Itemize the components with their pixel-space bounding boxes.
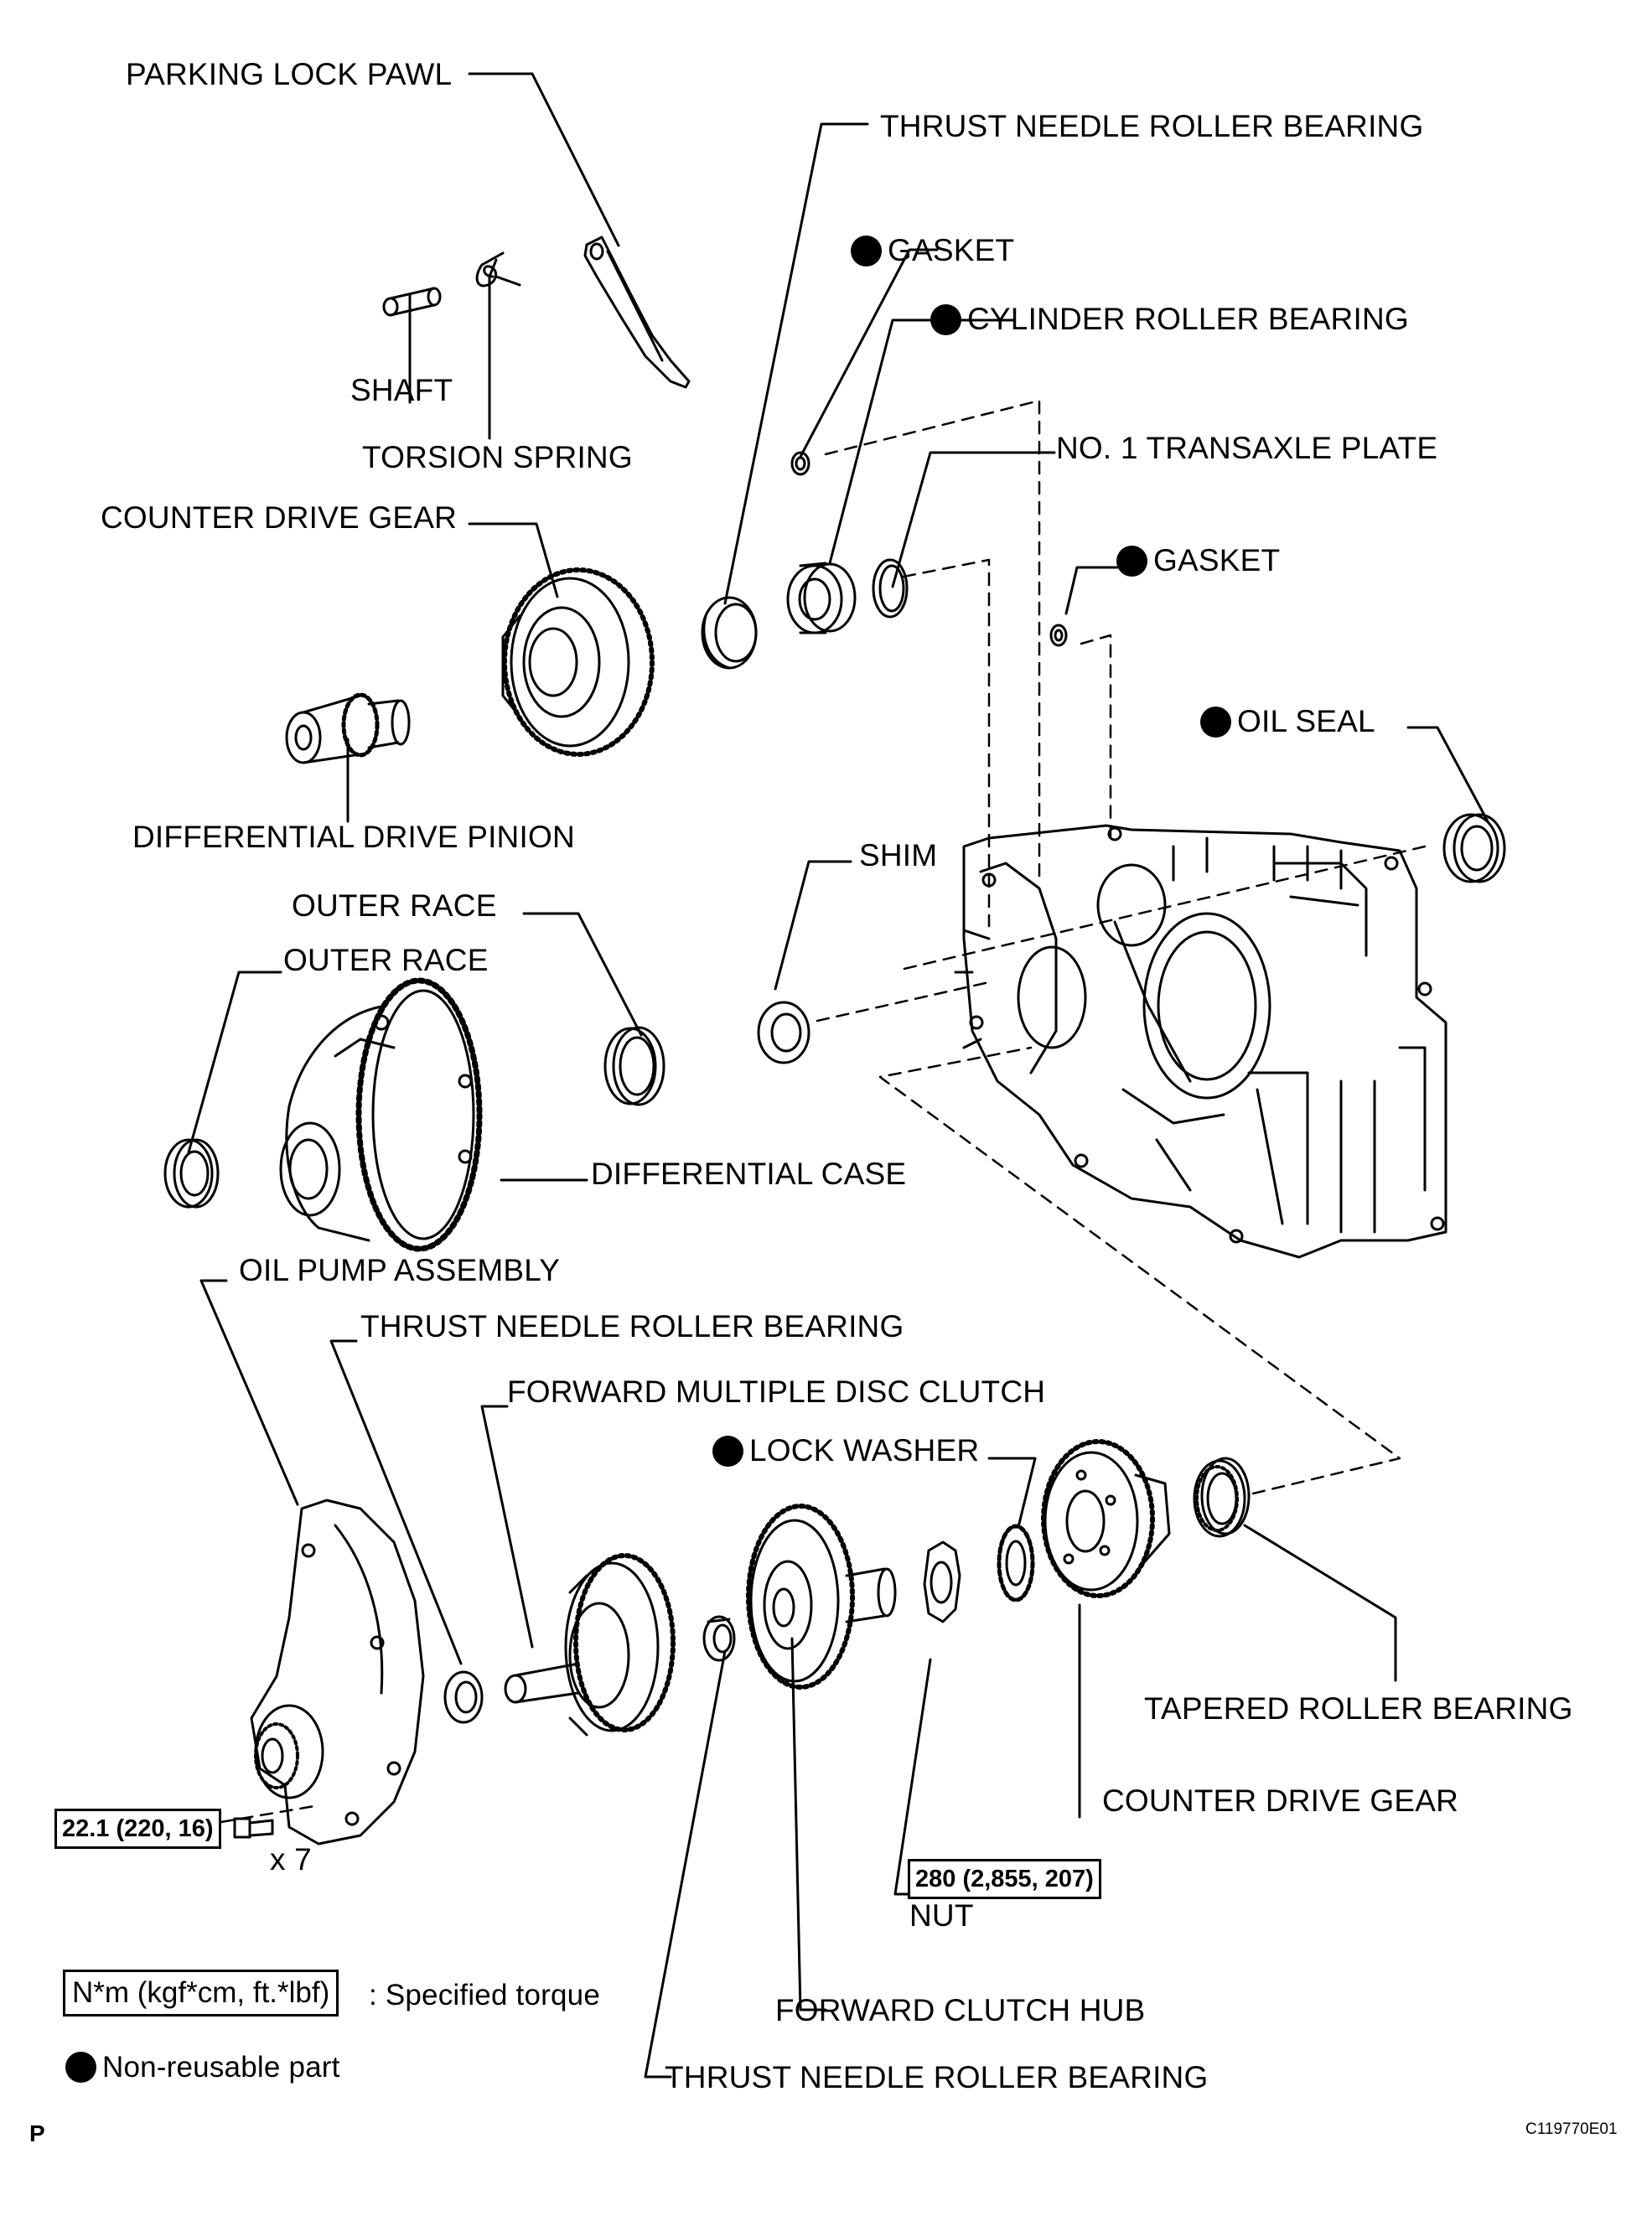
outer-race-left: [163, 1138, 220, 1209]
label-shim: SHIM: [859, 838, 938, 872]
oil-pump-assembly: [250, 1499, 425, 1846]
non-reusable-dot-icon: [712, 1436, 743, 1467]
legend-nonreusable: Non-reusable part: [65, 2050, 340, 2085]
label-gasket-mid: GASKET: [1116, 543, 1280, 578]
cylinder-roller-bearing: [786, 562, 857, 634]
label-counter-drive-gear-bottom: COUNTER DRIVE GEAR: [1102, 1784, 1459, 1818]
oil-seal: [1442, 813, 1506, 883]
label-tapered-roller-bearing: TAPERED ROLLER BEARING: [1144, 1691, 1573, 1726]
no1-transaxle-plate: [872, 558, 909, 619]
gasket-top: [790, 451, 810, 476]
non-reusable-dot-icon: [851, 236, 882, 267]
label-forward-multiple-disc-clutch: FORWARD MULTIPLE DISC CLUTCH: [507, 1375, 1046, 1409]
label-oil-pump-assembly: OIL PUMP ASSEMBLY: [239, 1253, 561, 1287]
label-gasket-top: GASKET: [851, 233, 1014, 268]
label-thrust-needle-roller-bearing-top: THRUST NEEDLE ROLLER BEARING: [880, 109, 1424, 143]
oil-pump-bolt: [233, 1817, 274, 1839]
label-lock-washer: LOCK WASHER: [712, 1433, 979, 1468]
label-differential-case: DIFFERENTIAL CASE: [591, 1157, 907, 1191]
thrust-needle-roller-bearing-top: [701, 596, 758, 670]
differential-drive-pinion: [285, 692, 411, 764]
leader-lines: [187, 72, 1489, 2079]
torque-nut: 280 (2,855, 207): [908, 1859, 1101, 1899]
bolt-quantity: x 7: [270, 1842, 312, 1877]
outer-race-right: [603, 1026, 665, 1106]
label-oil-seal: OIL SEAL: [1200, 704, 1375, 739]
label-shaft: SHAFT: [350, 373, 453, 407]
counter-drive-gear-bottom: [1041, 1439, 1171, 1598]
nut: [923, 1540, 961, 1623]
torque-oil-pump-bolt: 22.1 (220, 16): [54, 1809, 221, 1849]
label-torsion-spring: TORSION SPRING: [362, 440, 633, 474]
label-outer-race-right: OUTER RACE: [292, 888, 497, 923]
label-forward-clutch-hub: FORWARD CLUTCH HUB: [775, 1993, 1146, 2027]
non-reusable-dot-icon: [930, 304, 961, 335]
tapered-roller-bearing: [1193, 1457, 1251, 1538]
counter-drive-gear-top: [501, 567, 655, 757]
label-differential-drive-pinion: DIFFERENTIAL DRIVE PINION: [132, 820, 575, 854]
torsion-spring: [475, 251, 521, 287]
non-reusable-dot-icon: [1116, 546, 1147, 577]
shim: [757, 1001, 810, 1064]
non-reusable-dot-icon: [1200, 707, 1231, 738]
forward-multiple-disc-clutch: [504, 1553, 676, 1737]
figure-code: C119770E01: [1525, 2120, 1618, 2138]
label-thrust-needle-roller-bearing-mid: THRUST NEEDLE ROLLER BEARING: [360, 1309, 904, 1343]
label-counter-drive-gear-top: COUNTER DRIVE GEAR: [101, 500, 458, 535]
forward-clutch-hub: [746, 1504, 897, 1690]
transaxle-housing: [954, 824, 1447, 1259]
thrust-needle-roller-bearing-bottom: [702, 1615, 736, 1662]
label-nut: NUT: [909, 1898, 974, 1933]
shaft: [382, 287, 442, 317]
gasket-mid: [1049, 624, 1068, 647]
legend-torque-unit-box: N*m (kgf*cm, ft.*lbf): [63, 1970, 339, 2017]
differential-case: [279, 977, 483, 1252]
label-thrust-needle-roller-bearing-bottom: THRUST NEEDLE ROLLER BEARING: [665, 2060, 1209, 2094]
parking-lock-pawl: [583, 236, 691, 389]
label-no1-transaxle-plate: NO. 1 TRANSAXLE PLATE: [1056, 431, 1438, 465]
non-reusable-dot-icon: [65, 2052, 96, 2083]
label-parking-lock-pawl: PARKING LOCK PAWL: [126, 57, 453, 91]
lock-washer: [997, 1524, 1035, 1602]
legend-torque-text: : Specified torque: [369, 1979, 600, 2011]
label-outer-race-left: OUTER RACE: [283, 943, 489, 977]
thrust-needle-roller-bearing-mid: [443, 1670, 484, 1724]
label-cylinder-roller-bearing: CYLINDER ROLLER BEARING: [930, 302, 1409, 337]
assembly-dashed-lines: [199, 399, 1427, 1827]
page-letter: P: [29, 2120, 45, 2146]
